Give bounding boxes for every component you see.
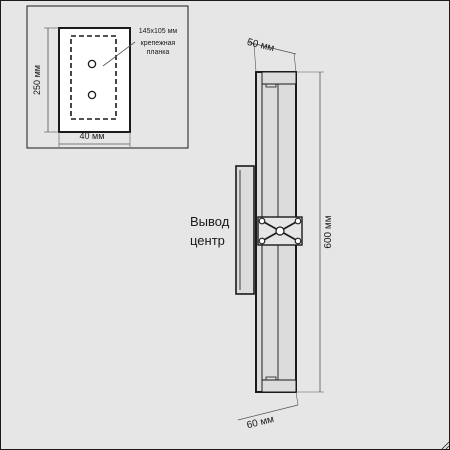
plate-size-label: 145x105 мм: [139, 28, 178, 35]
height-label: 600 мм: [323, 215, 334, 248]
main-dimensions: 50 мм 600 мм 60 мм: [236, 37, 334, 431]
bracket-leader-line: [102, 41, 136, 67]
bottom-width-dim-line: [237, 404, 299, 421]
fixture-bottom-clip: [265, 376, 277, 381]
top-width-dim-line: [246, 41, 297, 55]
plate-caption-line2: планка: [147, 49, 170, 56]
top-width-ext-left: [253, 43, 257, 73]
central-bracket: [257, 216, 303, 246]
fixture-top-clip: [265, 83, 277, 88]
screw-hole-bottom: [87, 90, 97, 100]
bottom-width-label: 60 мм: [246, 414, 276, 431]
inset-panel: 250 мм 40 мм 145x105 мм крепежная планка: [26, 5, 189, 149]
top-width-ext-right: [293, 52, 297, 73]
corner-hatching: [441, 441, 450, 450]
fixture-top-cap: [261, 71, 297, 85]
top-width-label: 50 мм: [246, 37, 276, 54]
outlet-caption-line1: Вывод: [190, 214, 230, 229]
bottom-width-ext-right: [295, 391, 299, 406]
base-plate: [58, 27, 131, 133]
fixture-side-view: [235, 71, 303, 393]
inset-width-label: 40 мм: [80, 131, 105, 141]
wall-mount-base: [235, 165, 255, 295]
bottom-width-ext-left: [236, 296, 238, 420]
outlet-caption-line2: центр: [190, 233, 225, 248]
fixture-bottom-cap: [261, 379, 297, 393]
plate-caption-line1: крепежная: [141, 40, 176, 47]
inset-height-label: 250 мм: [32, 65, 42, 95]
screw-hole-top: [87, 59, 97, 69]
